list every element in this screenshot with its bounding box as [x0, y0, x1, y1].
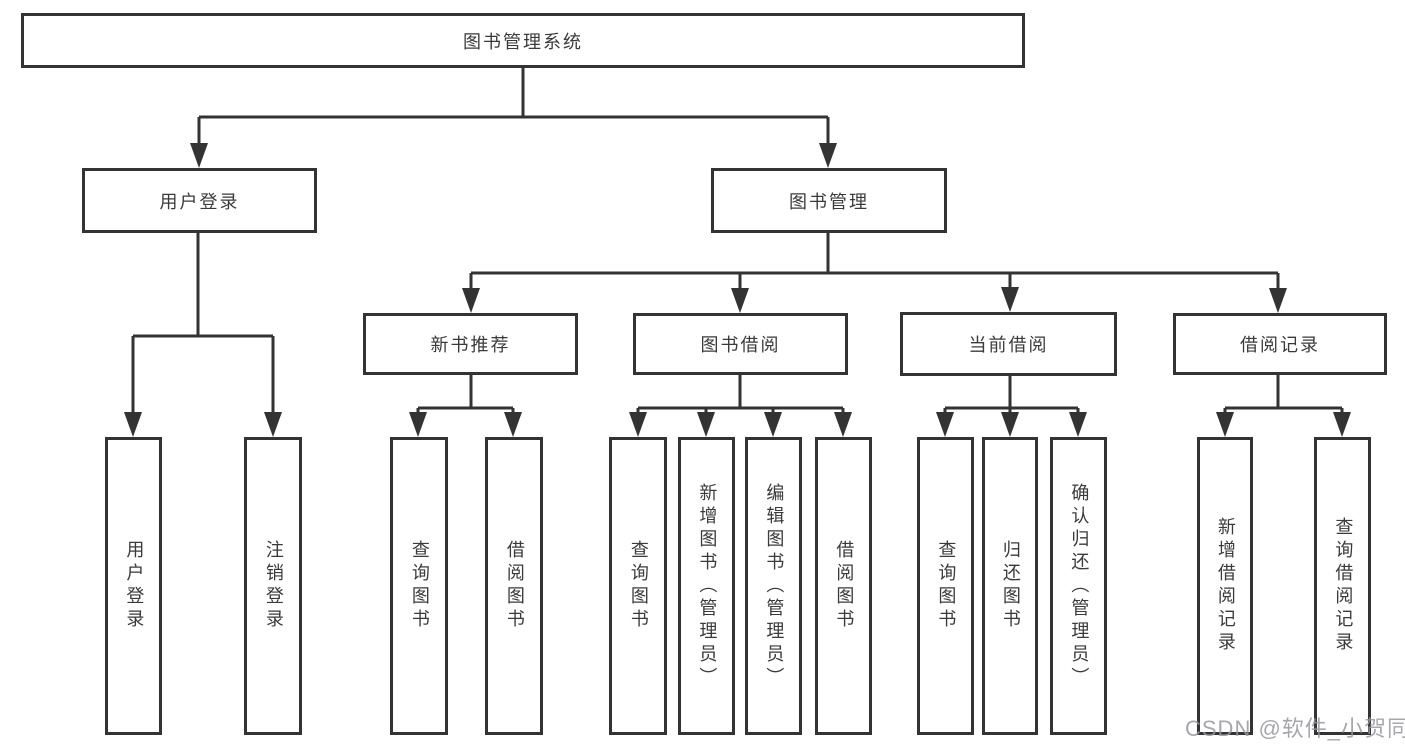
node-leaf-query-book-recommend: 查询图书 [390, 437, 448, 735]
arrowheads [124, 143, 1351, 437]
node-book-management: 图书管理 [711, 168, 947, 233]
node-leaf-borrow-book-recommend: 借阅图书 [485, 437, 543, 735]
node-new-book-recommend: 新书推荐 [363, 313, 578, 375]
node-leaf-user-login: 用户登录 [105, 437, 162, 735]
node-leaf-query-borrow-record-label: 查询借阅记录 [1333, 517, 1354, 655]
node-leaf-query-book-current: 查询图书 [917, 437, 974, 735]
node-leaf-confirm-return: 确认归还（管理员） [1050, 437, 1107, 735]
node-leaf-logout-label: 注销登录 [263, 540, 284, 632]
node-leaf-add-book-label: 新增图书（管理员） [697, 482, 718, 690]
node-leaf-add-book: 新增图书（管理员） [678, 437, 735, 735]
node-root-label: 图书管理系统 [463, 31, 583, 52]
node-book-borrow-label: 图书借阅 [700, 335, 781, 355]
node-borrow-records: 借阅记录 [1173, 313, 1387, 375]
node-leaf-query-book-current-label: 查询图书 [936, 540, 957, 632]
node-leaf-query-book-recommend-label: 查询图书 [409, 540, 430, 632]
node-leaf-query-book-borrow-label: 查询图书 [628, 540, 649, 632]
node-leaf-return-book-label: 归还图书 [1000, 540, 1021, 632]
node-leaf-confirm-return-label: 确认归还（管理员） [1069, 482, 1090, 690]
node-borrow-records-label: 借阅记录 [1240, 335, 1320, 355]
node-leaf-edit-book-label: 编辑图书（管理员） [764, 482, 785, 690]
node-leaf-logout: 注销登录 [244, 437, 302, 735]
node-current-borrow: 当前借阅 [900, 312, 1117, 376]
node-user-login: 用户登录 [82, 168, 317, 233]
node-leaf-borrow-book-recommend-label: 借阅图书 [504, 540, 525, 632]
node-leaf-borrow-book-label: 借阅图书 [834, 540, 855, 632]
node-leaf-borrow-book: 借阅图书 [815, 437, 872, 735]
node-leaf-add-borrow-record-label: 新增借阅记录 [1215, 517, 1236, 655]
node-user-login-label: 用户登录 [159, 191, 240, 212]
node-leaf-add-borrow-record: 新增借阅记录 [1197, 437, 1253, 735]
node-book-borrow: 图书借阅 [633, 313, 848, 375]
node-leaf-return-book: 归还图书 [982, 437, 1038, 735]
node-new-book-recommend-label: 新书推荐 [430, 335, 511, 355]
node-root: 图书管理系统 [21, 13, 1025, 68]
node-leaf-user-login-label: 用户登录 [124, 540, 145, 632]
node-current-borrow-label: 当前借阅 [968, 335, 1049, 355]
watermark: CSDN @软件_小贺同学 [1185, 716, 1405, 741]
node-leaf-edit-book: 编辑图书（管理员） [745, 437, 802, 735]
node-leaf-query-borrow-record: 查询借阅记录 [1314, 437, 1371, 735]
node-leaf-query-book-borrow: 查询图书 [609, 437, 667, 735]
node-book-management-label: 图书管理 [789, 191, 869, 212]
